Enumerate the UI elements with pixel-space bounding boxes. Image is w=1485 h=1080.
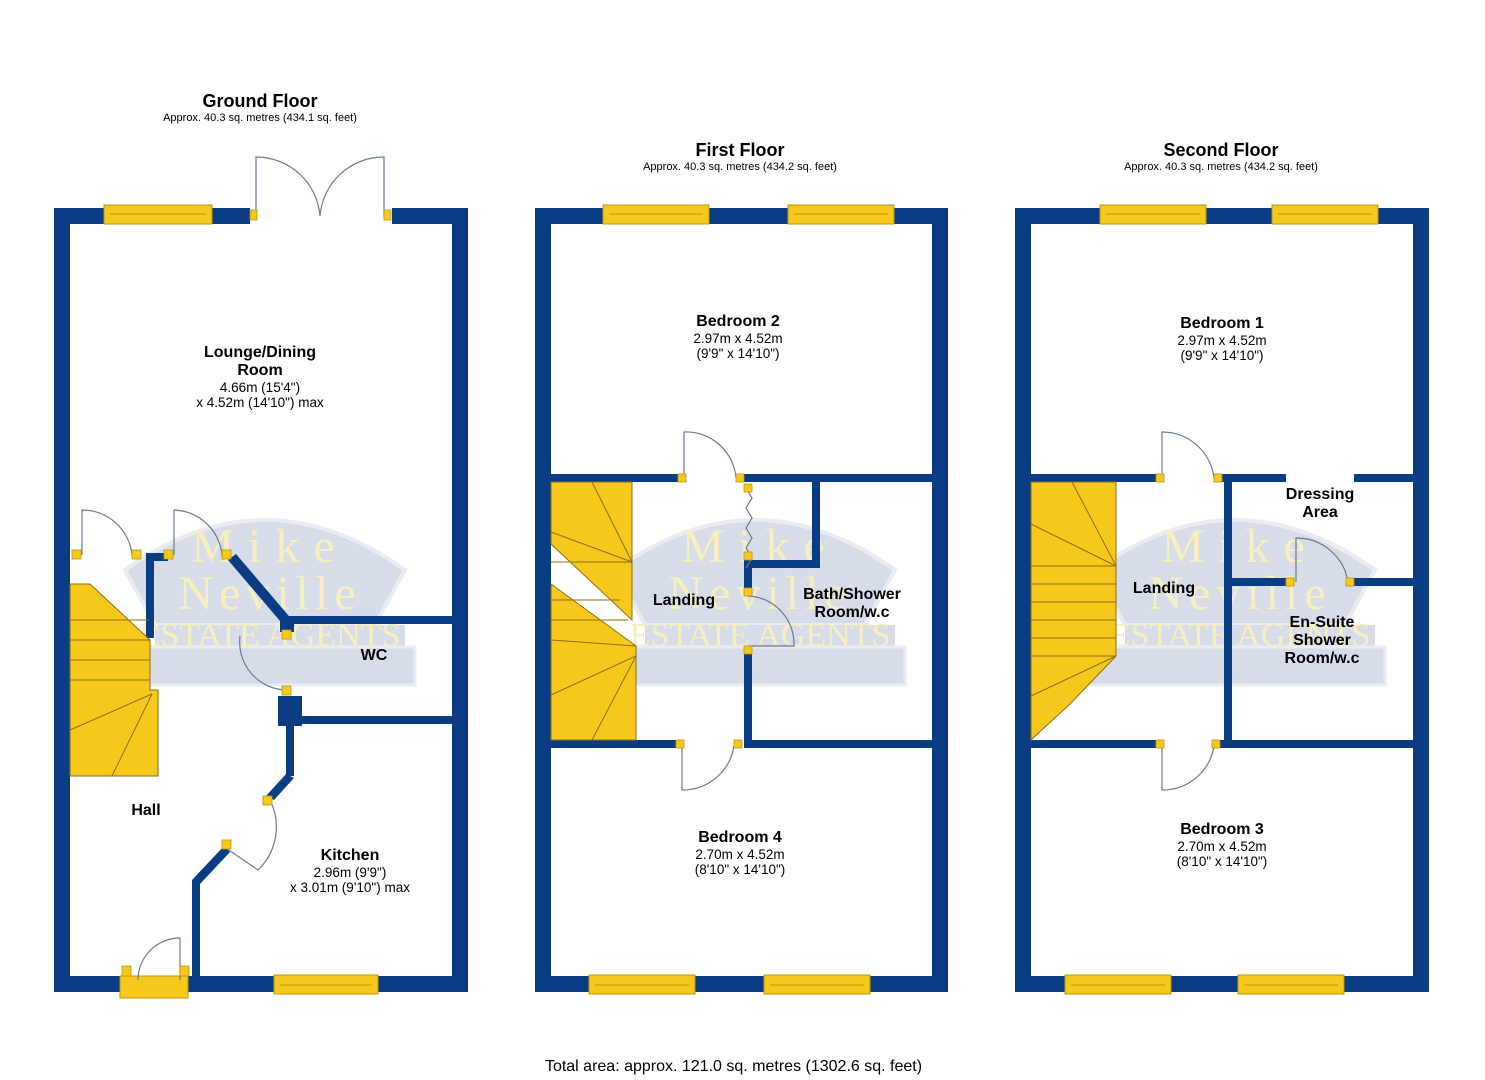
door-second-ensuite <box>1295 537 1349 583</box>
stairs-ground <box>69 583 159 777</box>
window-second-rear-right <box>1271 204 1379 225</box>
window-first-front-left <box>588 974 696 995</box>
door-first-bedroom2 <box>683 431 737 479</box>
floor-area: Approx. 40.3 sq. metres (434.1 sq. feet) <box>163 112 357 124</box>
room-lounge-dining: Lounge/Dining Room 4.66m (15'4") x 4.52m… <box>196 344 324 410</box>
floor-name: Second Floor <box>1163 140 1279 160</box>
room-bedroom-1: Bedroom 1 2.97m x 4.52m (9'9" x 14'10") <box>1177 315 1267 363</box>
window-first-rear-right <box>787 204 895 225</box>
room-bath-shower: Bath/Shower Room/w.c <box>803 586 901 621</box>
door-first-bathroom <box>747 595 795 647</box>
first-floor-title: First Floor Approx. 40.3 sq. metres (434… <box>580 140 900 174</box>
door-second-bedroom3 <box>1161 745 1215 791</box>
room-dressing-area: Dressing Area <box>1285 486 1355 521</box>
door-ground-kitchen <box>225 799 277 871</box>
room-landing-second: Landing <box>1132 580 1196 597</box>
room-bedroom-4: Bedroom 4 2.70m x 4.52m (8'10" x 14'10") <box>694 829 786 877</box>
room-bedroom-2: Bedroom 2 2.97m x 4.52m (9'9" x 14'10") <box>693 313 783 361</box>
floor-area: Approx. 40.3 sq. metres (434.2 sq. feet) <box>643 161 837 173</box>
window-first-rear-left <box>602 204 710 225</box>
window-second-rear-left <box>1099 204 1207 225</box>
window-ground-front <box>273 974 379 995</box>
window-ground-rear <box>103 204 213 225</box>
window-second-front-left <box>1064 974 1172 995</box>
second-floor-title: Second Floor Approx. 40.3 sq. metres (43… <box>1061 140 1381 174</box>
stairs-second <box>1030 481 1117 742</box>
door-ground-lounge-right <box>173 509 223 556</box>
door-ground-wc <box>239 635 287 691</box>
door-second-bedroom1 <box>1161 431 1215 479</box>
stairs-first <box>550 481 637 741</box>
room-en-suite: En-Suite Shower Room/w.c <box>1284 614 1360 667</box>
room-kitchen: Kitchen 2.96m (9'9") x 3.01m (9'10") max <box>290 847 410 895</box>
window-first-front-right <box>763 974 871 995</box>
room-landing-first: Landing <box>652 592 716 609</box>
door-first-bedroom4 <box>681 745 735 791</box>
room-wc: WC <box>360 647 388 664</box>
door-ground-lounge-left <box>81 509 133 556</box>
door-ground-patio <box>255 156 385 217</box>
floor-name: First Floor <box>695 140 785 160</box>
total-area: Total area: approx. 121.0 sq. metres (13… <box>544 1058 923 1075</box>
floor-name: Ground Floor <box>202 91 318 111</box>
room-bedroom-3: Bedroom 3 2.70m x 4.52m (8'10" x 14'10") <box>1176 821 1268 869</box>
room-hall: Hall <box>131 802 161 819</box>
window-second-front-right <box>1237 974 1345 995</box>
front-door-step <box>119 975 189 999</box>
ground-floor-title: Ground Floor Approx. 40.3 sq. metres (43… <box>100 91 420 125</box>
floor-area: Approx. 40.3 sq. metres (434.2 sq. feet) <box>1124 161 1318 173</box>
door-ground-front <box>137 937 181 981</box>
